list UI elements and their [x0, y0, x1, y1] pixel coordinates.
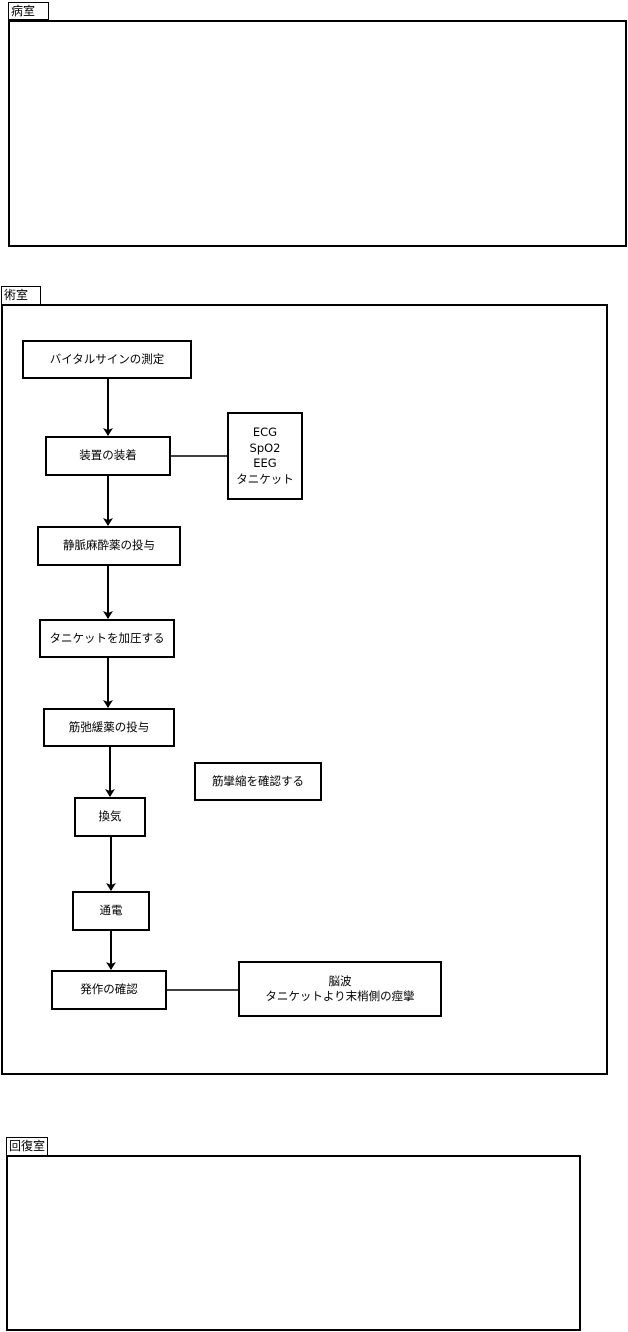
lane-ward [8, 20, 627, 247]
lane-ward-title: 病室 [8, 2, 49, 20]
note-devices-list: ECG SpO2 EEG タニケット [227, 412, 303, 500]
step-muscle-relaxant: 筋弛緩薬の投与 [43, 708, 175, 747]
step-ventilation: 換気 [74, 797, 146, 837]
step-vital-signs: バイタルサインの測定 [22, 340, 192, 379]
step-iv-anesthetic: 静脈麻酔薬の投与 [37, 526, 181, 566]
note-seizure-signs: 脳波 タニケットより末梢側の痙攣 [238, 961, 442, 1017]
lane-surgery [1, 304, 608, 1075]
lane-recovery-title: 回復室 [6, 1137, 48, 1156]
lane-surgery-title: 術室 [1, 286, 41, 305]
step-attach-devices: 装置の装着 [45, 436, 171, 476]
step-electrical-stimulation: 通電 [72, 891, 150, 931]
lane-recovery [6, 1155, 581, 1331]
step-confirm-twitch: 筋攣縮を確認する [194, 762, 322, 801]
step-inflate-tourniquet: タニケットを加圧する [39, 619, 175, 658]
step-seizure-check: 発作の確認 [51, 970, 167, 1010]
